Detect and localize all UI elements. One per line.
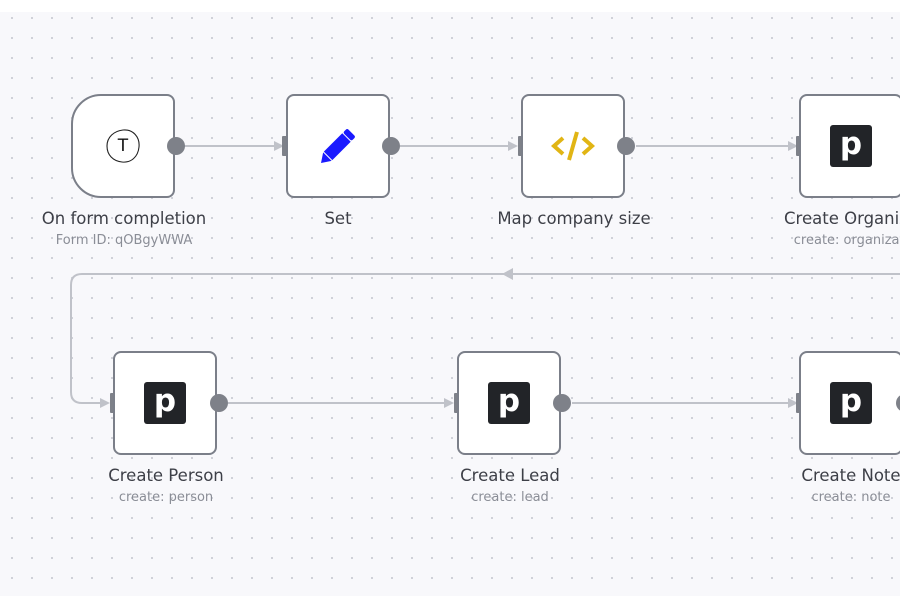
canvas-top-edge	[0, 0, 900, 12]
node-create-lead-subtitle: create: lead	[471, 490, 549, 505]
person-output-handle[interactable]	[210, 394, 228, 412]
node-create-lead-title: Create Lead	[460, 466, 560, 485]
canvas-bottom-edge	[0, 596, 900, 604]
node-create-person-title: Create Person	[108, 466, 224, 485]
pipedrive-icon-letter: p	[839, 125, 863, 162]
lead-output-handle[interactable]	[553, 394, 571, 412]
node-create-organization[interactable]: p	[799, 94, 900, 198]
node-create-note-subtitle: create: note	[811, 490, 891, 505]
node-map-company-size[interactable]	[521, 94, 625, 198]
node-create-person[interactable]: p	[113, 351, 217, 455]
node-create-organization-title: Create Organiza	[784, 209, 900, 228]
arrowhead-person	[100, 398, 110, 408]
arrowhead-map	[508, 141, 518, 151]
pipedrive-icon-letter: p	[497, 382, 521, 419]
arrowhead-lead	[444, 398, 454, 408]
set-output-handle[interactable]	[382, 137, 400, 155]
pencil-icon	[321, 129, 355, 163]
form-trigger-icon-text: T	[117, 136, 129, 156]
pipedrive-icon: p	[830, 125, 872, 167]
connection-organization-to-person	[70, 273, 900, 404]
node-create-lead[interactable]: p	[457, 351, 561, 455]
pipedrive-icon: p	[488, 382, 530, 424]
node-form-trigger-title: On form completion	[41, 209, 207, 228]
note-output-handle[interactable]	[896, 394, 900, 412]
form-trigger-icon: T	[103, 126, 143, 166]
node-set[interactable]	[286, 94, 390, 198]
node-create-note-title: Create Note	[801, 466, 900, 485]
pipedrive-icon: p	[144, 382, 186, 424]
node-create-organization-subtitle: create: organizati	[793, 233, 900, 248]
code-icon	[550, 131, 596, 161]
node-form-trigger[interactable]: T	[71, 94, 175, 198]
arrowhead-note	[788, 398, 798, 408]
arrowhead-set	[274, 141, 284, 151]
pipedrive-icon: p	[830, 382, 872, 424]
arrowhead-organization	[788, 141, 798, 151]
loop-direction-arrow	[502, 268, 513, 280]
node-create-person-subtitle: create: person	[118, 490, 214, 505]
pipedrive-icon-letter: p	[839, 382, 863, 419]
map-output-handle[interactable]	[617, 137, 635, 155]
node-create-note[interactable]: p	[799, 351, 900, 455]
form-trigger-output-handle[interactable]	[167, 137, 185, 155]
node-form-trigger-subtitle: Form ID: qOBgyWWA	[55, 233, 193, 248]
pipedrive-icon-letter: p	[153, 382, 177, 419]
node-set-title: Set	[324, 209, 352, 228]
node-map-company-size-title: Map company size	[497, 209, 651, 228]
